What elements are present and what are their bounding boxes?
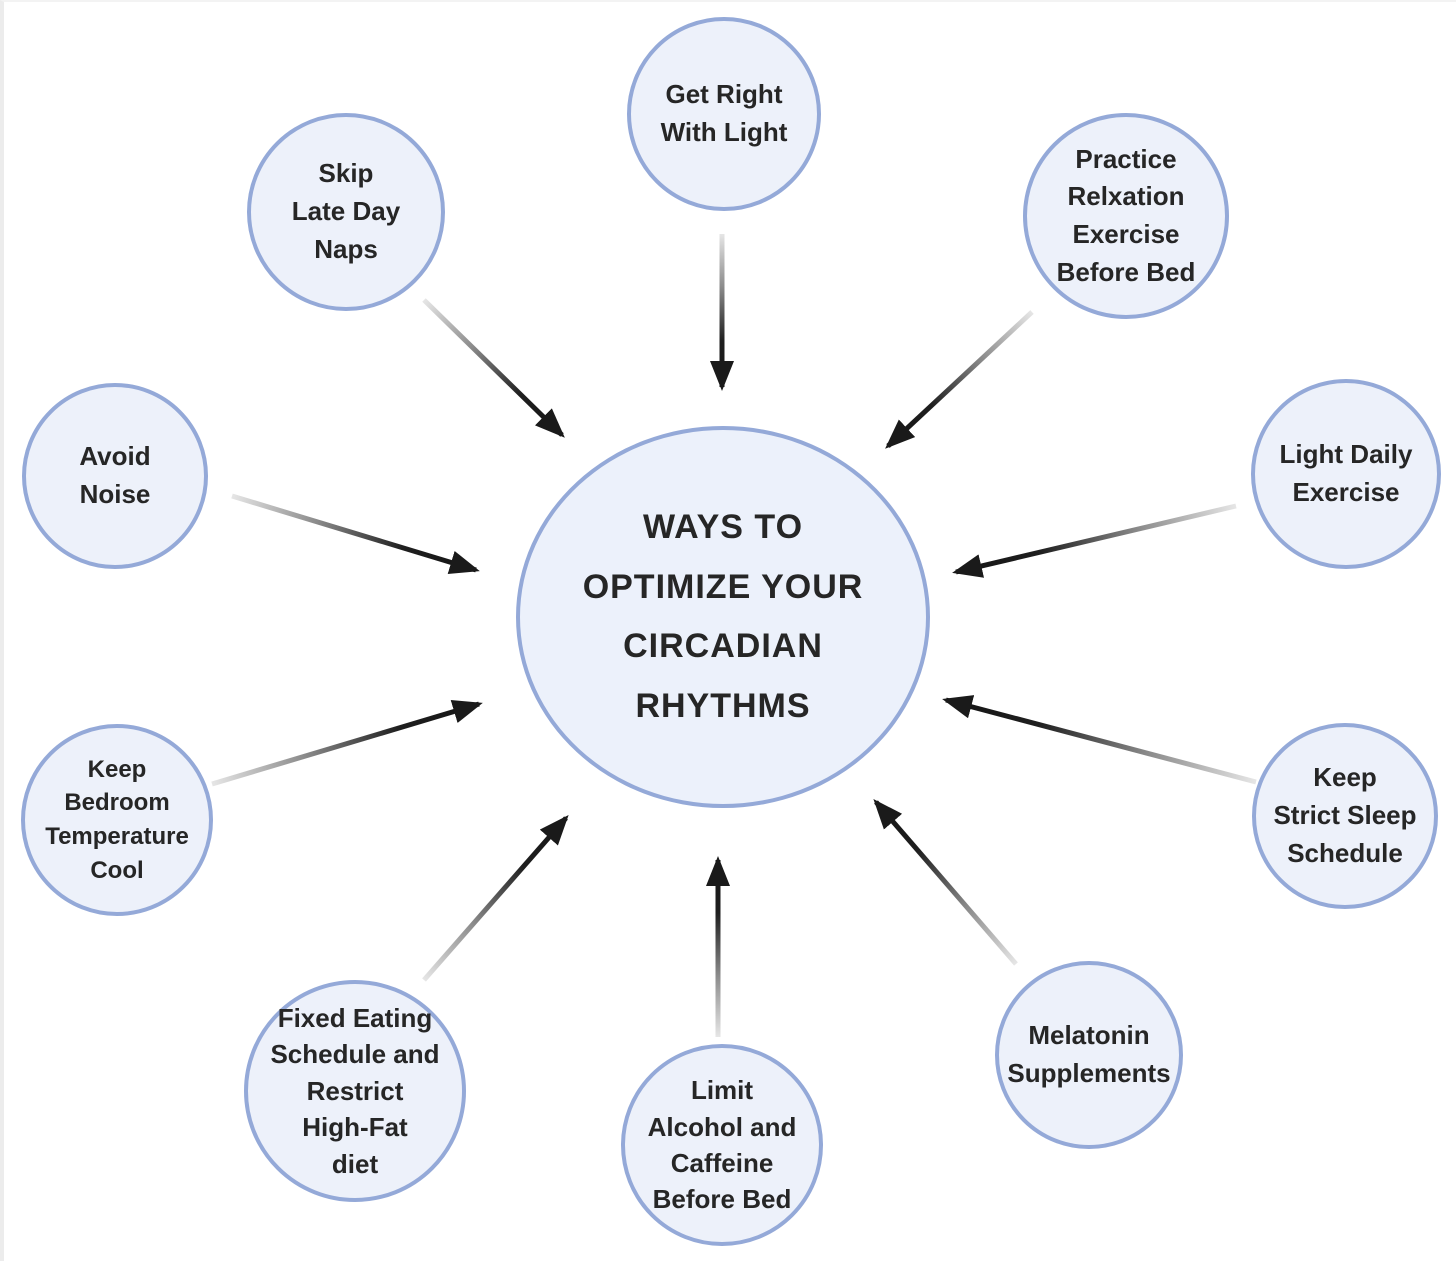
node-label: Keep Bedroom Temperature Cool bbox=[45, 755, 189, 884]
node-skip-late-day-naps: Skip Late Day Naps bbox=[247, 113, 445, 311]
node-label: Limit Alcohol and Caffeine Before Bed bbox=[647, 1075, 797, 1215]
node-label: Practice Relxation Exercise Before Bed bbox=[1056, 143, 1196, 287]
node-label: Skip Late Day Naps bbox=[291, 158, 401, 264]
arrow-fixed-eating bbox=[422, 814, 569, 982]
node-label: Avoid Noise bbox=[79, 441, 151, 509]
arrow-light-daily-exercise bbox=[952, 503, 1237, 578]
node-limit-alcohol-caffeine: Limit Alcohol and Caffeine Before Bed bbox=[621, 1044, 823, 1246]
node-get-right-with-light: Get Right With Light bbox=[627, 17, 821, 211]
arrow-avoid-noise bbox=[231, 493, 480, 574]
node-keep-strict-sleep-schedule: Keep Strict Sleep Schedule bbox=[1252, 723, 1438, 909]
node-keep-bedroom-temperature-cool: Keep Bedroom Temperature Cool bbox=[21, 724, 213, 916]
node-avoid-noise: Avoid Noise bbox=[22, 383, 208, 569]
node-practice-relaxation-before-bed: Practice Relxation Exercise Before Bed bbox=[1023, 113, 1229, 319]
arrow-keep-strict-sleep bbox=[942, 695, 1257, 785]
node-fixed-eating-schedule: Fixed Eating Schedule and Restrict High-… bbox=[244, 980, 466, 1202]
node-label: Fixed Eating Schedule and Restrict High-… bbox=[270, 1003, 440, 1179]
node-label: Light Daily Exercise bbox=[1279, 439, 1413, 507]
center-node-circadian-rhythms: WAYS TO OPTIMIZE YOUR CIRCADIAN RHYTHMS bbox=[516, 426, 930, 808]
node-label: Keep Strict Sleep Schedule bbox=[1273, 762, 1417, 868]
node-label: Get Right With Light bbox=[660, 79, 788, 147]
node-label: Melatonin Supplements bbox=[1007, 1020, 1171, 1088]
arrow-practice-relaxation bbox=[885, 310, 1034, 449]
node-melatonin-supplements: Melatonin Supplements bbox=[995, 961, 1183, 1149]
node-light-daily-exercise: Light Daily Exercise bbox=[1251, 379, 1441, 569]
arrow-melatonin bbox=[873, 798, 1018, 966]
arrow-skip-late-day-naps bbox=[422, 298, 565, 438]
arrow-keep-bedroom-cool bbox=[211, 699, 483, 787]
center-node-label: WAYS TO OPTIMIZE YOUR CIRCADIAN RHYTHMS bbox=[582, 508, 864, 725]
